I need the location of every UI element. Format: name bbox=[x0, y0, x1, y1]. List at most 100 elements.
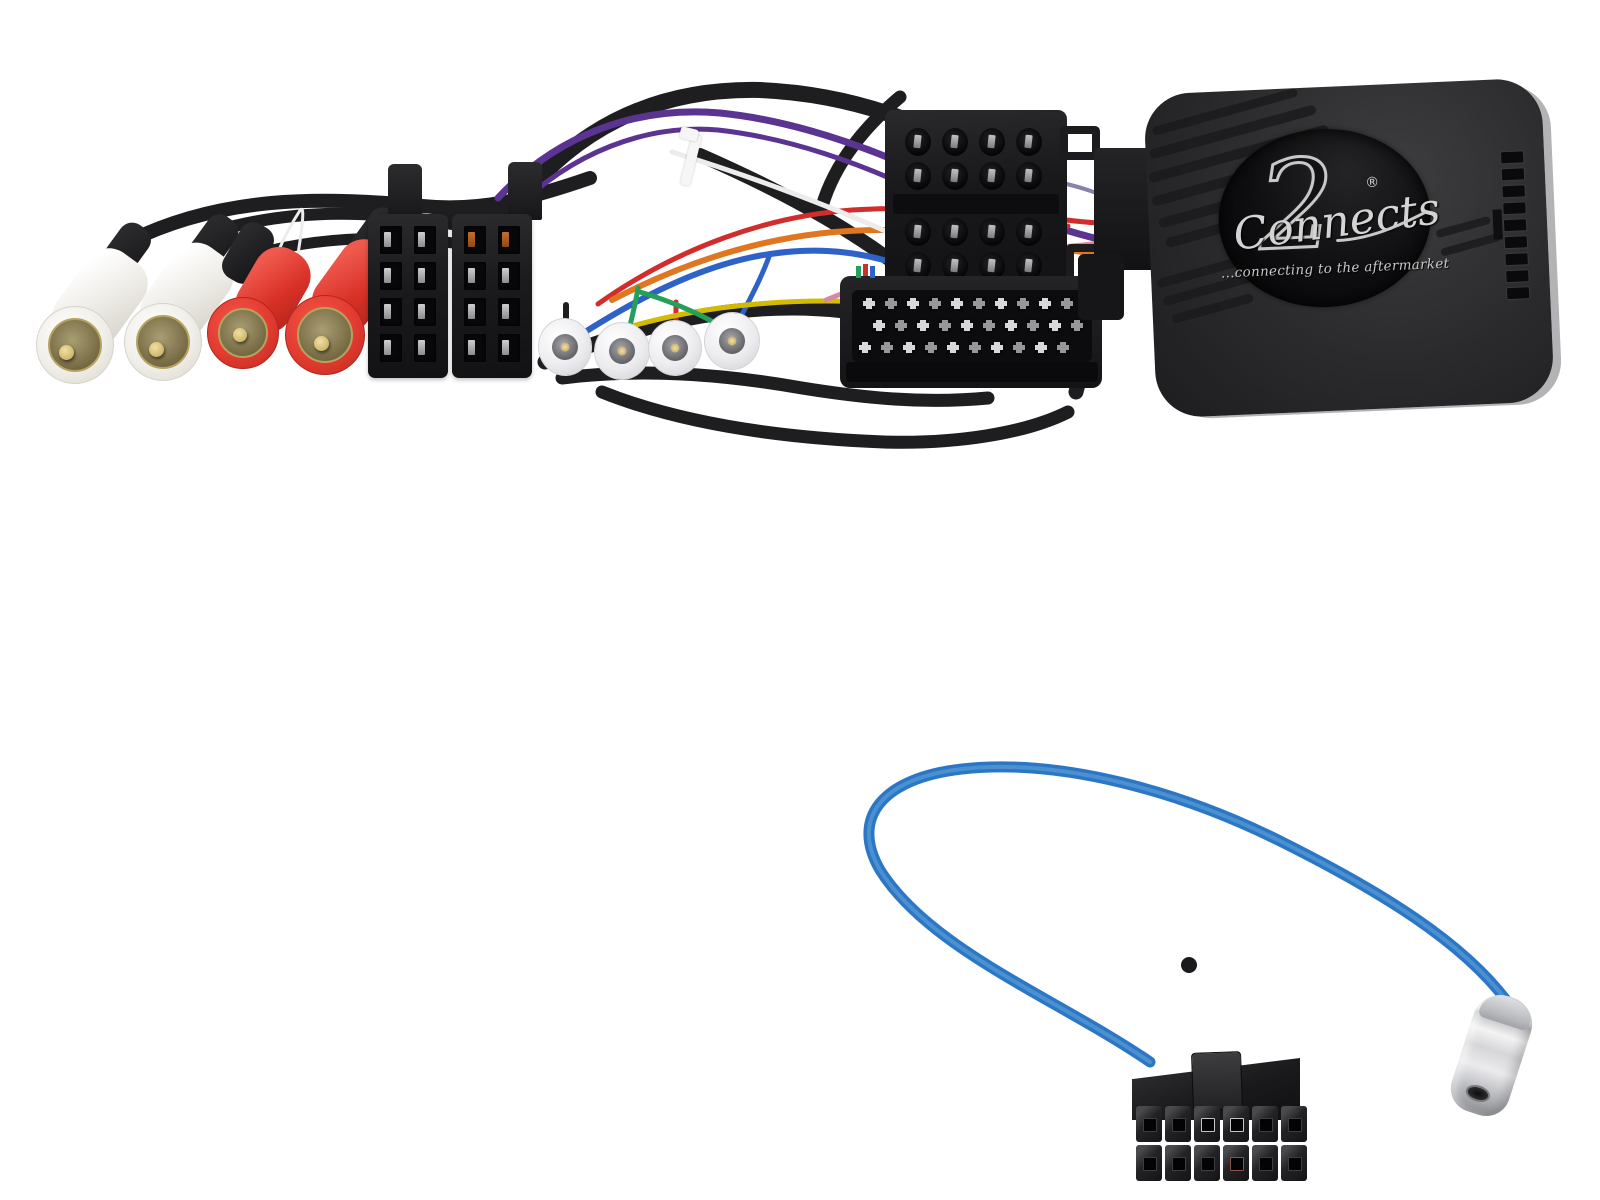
purple-wire bbox=[509, 126, 923, 215]
pin-hole bbox=[942, 128, 968, 156]
pin-slot bbox=[414, 226, 436, 254]
pin-socket bbox=[1223, 1145, 1249, 1181]
pin-hole bbox=[905, 128, 931, 156]
pin bbox=[1026, 318, 1040, 333]
vent-hole bbox=[1499, 150, 1525, 165]
rca-center-pin bbox=[233, 328, 247, 342]
pin-socket bbox=[1165, 1145, 1191, 1181]
pin bbox=[902, 340, 916, 355]
pin-hole bbox=[905, 218, 931, 246]
pin-hole bbox=[1016, 162, 1042, 190]
pin bbox=[884, 296, 898, 311]
pin-socket bbox=[1194, 1145, 1220, 1181]
logo-flourish bbox=[1336, 211, 1427, 242]
pin bbox=[928, 296, 942, 311]
white-wire bbox=[669, 149, 895, 237]
pin-hole bbox=[1016, 252, 1042, 280]
iso-slot-grid bbox=[464, 226, 520, 362]
quadlock-pin-row bbox=[858, 340, 1070, 355]
vent-hole bbox=[1502, 201, 1527, 216]
pin bbox=[990, 340, 1004, 355]
pin-slot bbox=[498, 334, 520, 362]
pin bbox=[1060, 296, 1074, 311]
iso-latch bbox=[508, 162, 542, 220]
iso-latch bbox=[388, 164, 422, 220]
pin bbox=[862, 296, 876, 311]
blue-cable-highlight bbox=[867, 764, 1508, 1064]
pin-socket bbox=[1136, 1106, 1162, 1142]
box-connector-stub-lower bbox=[1078, 254, 1124, 320]
block-divider bbox=[893, 194, 1059, 214]
black-cable bbox=[595, 385, 1075, 449]
blue-wire-tip bbox=[870, 266, 875, 278]
pin-slot bbox=[498, 298, 520, 326]
pin bbox=[1038, 296, 1052, 311]
green-wire-tip bbox=[856, 266, 861, 278]
pin-slot bbox=[380, 262, 402, 290]
pin bbox=[1016, 296, 1030, 311]
pin-slot bbox=[498, 262, 520, 290]
vent-hole bbox=[1500, 167, 1526, 182]
pin-socket bbox=[1281, 1106, 1307, 1142]
vent-hole bbox=[1501, 184, 1526, 199]
pin-hole bbox=[905, 252, 931, 280]
pin bbox=[1034, 340, 1048, 355]
pin bbox=[880, 340, 894, 355]
pin bbox=[960, 318, 974, 333]
rca-center-pin bbox=[149, 342, 164, 357]
pin bbox=[968, 340, 982, 355]
pin bbox=[1070, 318, 1084, 333]
molex-latch bbox=[1191, 1051, 1243, 1111]
pin bbox=[1004, 318, 1018, 333]
pin bbox=[994, 296, 1008, 311]
pin-slot bbox=[464, 262, 486, 290]
molex-pin-grid bbox=[1136, 1106, 1307, 1181]
pin bbox=[950, 296, 964, 311]
pin-slot bbox=[464, 226, 486, 254]
pin-socket bbox=[1136, 1145, 1162, 1181]
pin-socket bbox=[1165, 1106, 1191, 1142]
pin bbox=[924, 340, 938, 355]
pin-slot bbox=[380, 298, 402, 326]
red-wire-tip bbox=[863, 264, 868, 276]
pin-hole bbox=[979, 218, 1005, 246]
pin bbox=[946, 340, 960, 355]
vent-hole bbox=[1505, 269, 1530, 284]
pin-socket bbox=[1252, 1106, 1278, 1142]
pin-slot bbox=[414, 262, 436, 290]
pin-hole bbox=[1016, 218, 1042, 246]
interface-box: 2 Connects ® ...connecting to the afterm… bbox=[1143, 77, 1555, 419]
pin bbox=[858, 340, 872, 355]
vent-hole bbox=[1502, 218, 1528, 233]
rca-barrel bbox=[297, 307, 353, 363]
molex-tail bbox=[1179, 964, 1224, 1054]
pin-socket bbox=[1252, 1145, 1278, 1181]
vent-hole bbox=[1505, 286, 1531, 301]
molex-tail-tip bbox=[1181, 957, 1197, 973]
pin bbox=[1056, 340, 1070, 355]
block-hole-grid bbox=[905, 218, 1042, 280]
side-notch bbox=[1492, 209, 1503, 240]
pin-hole bbox=[979, 162, 1005, 190]
pin-slot bbox=[380, 226, 402, 254]
quadlock-pin-row bbox=[862, 296, 1074, 311]
pin-slot bbox=[414, 334, 436, 362]
rca-center-pin bbox=[59, 345, 74, 360]
pin-slot bbox=[498, 226, 520, 254]
rca-barrel bbox=[136, 315, 190, 369]
latch-frame bbox=[1060, 126, 1100, 160]
rca-center-pin bbox=[314, 336, 329, 351]
pin-socket bbox=[1281, 1145, 1307, 1181]
pin bbox=[1048, 318, 1062, 333]
flourish-stroke bbox=[1336, 211, 1427, 242]
side-vent-holes bbox=[1499, 150, 1531, 301]
pin bbox=[1012, 340, 1026, 355]
pin bbox=[906, 296, 920, 311]
pin bbox=[938, 318, 952, 333]
rca-plug-white-2 bbox=[124, 303, 202, 381]
pin-socket bbox=[1194, 1106, 1220, 1142]
pin-hole bbox=[979, 128, 1005, 156]
rca-plug-red-1 bbox=[207, 297, 279, 369]
black-cable bbox=[813, 90, 907, 221]
quadlock-pin-row bbox=[872, 318, 1084, 333]
